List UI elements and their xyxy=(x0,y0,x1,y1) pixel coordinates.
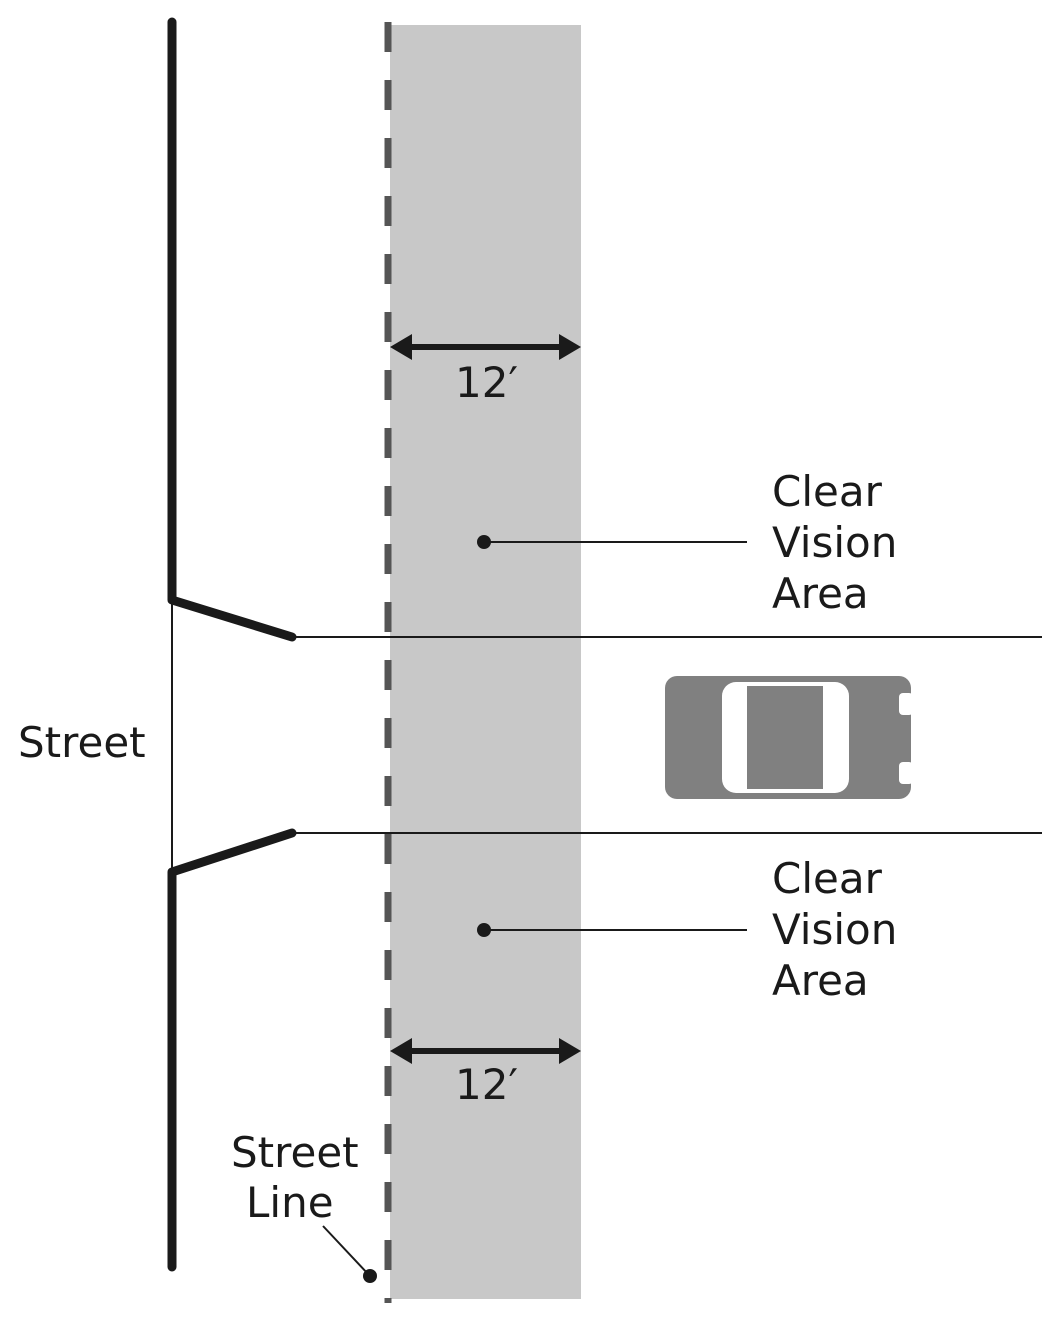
street-line-label: Street Line xyxy=(231,1128,372,1227)
clear-vision-label-bottom: Clear Vision Area xyxy=(772,854,911,1005)
dimension-arrow-top xyxy=(390,334,581,360)
street-line-leader xyxy=(322,1225,377,1283)
car-icon xyxy=(665,676,913,799)
curb-top xyxy=(167,17,297,642)
clear-vision-band xyxy=(390,25,581,1299)
clear-vision-top-line-1: Clear xyxy=(772,467,883,516)
street-line-label-line-1: Street xyxy=(231,1128,359,1177)
clear-vision-label-top: Clear Vision Area xyxy=(772,467,911,618)
street-label: Street xyxy=(18,718,146,767)
dimension-label-top: 12′ xyxy=(455,358,518,407)
street-line-label-line-2: Line xyxy=(246,1178,334,1227)
dimension-label-bottom: 12′ xyxy=(455,1060,518,1109)
clear-vision-bottom-line-2: Vision xyxy=(772,905,897,954)
dimension-arrow-bottom xyxy=(390,1038,581,1064)
clear-vision-top-line-3: Area xyxy=(772,569,869,618)
callout-clear-vision-bottom xyxy=(477,923,747,937)
clear-vision-top-line-2: Vision xyxy=(772,518,897,567)
clear-vision-bottom-line-1: Clear xyxy=(772,854,883,903)
clear-vision-bottom-line-3: Area xyxy=(772,956,869,1005)
callout-clear-vision-top xyxy=(477,535,747,549)
